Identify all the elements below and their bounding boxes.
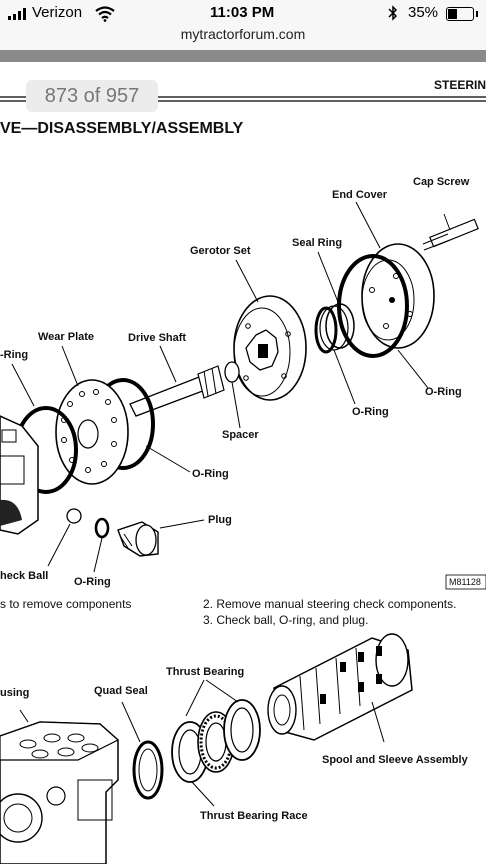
battery-icon [446, 7, 478, 21]
spacer-drawing [224, 361, 241, 429]
o-ring-large-drawing [337, 254, 409, 358]
label-o-ring-left: -Ring [0, 349, 29, 361]
label-gerotor-set: Gerotor Set [190, 245, 251, 257]
plug-drawing [117, 521, 159, 557]
o-ring-plug-drawing [94, 517, 110, 539]
label-o-ring-mid: O-Ring [352, 406, 389, 418]
label-end-cover: End Cover [332, 189, 388, 201]
label-drive-shaft: Drive Shaft [128, 332, 187, 344]
figure-id: M81128 [449, 577, 481, 587]
caption-step-3: 3. Check ball, O-ring, and plug. [203, 613, 369, 627]
figure-id-box [445, 574, 486, 590]
label-spacer: Spacer [222, 429, 259, 441]
toolbar-divider [0, 50, 486, 62]
url-text[interactable]: mytractorforum.com [180, 26, 306, 42]
label-seal-ring: Seal Ring [292, 237, 343, 249]
o-ring-small-drawing [314, 306, 338, 354]
end-cover-drawing [355, 201, 435, 349]
label-plug: Plug [208, 514, 232, 526]
label-quad-seal: Quad Seal [94, 685, 148, 697]
label-o-ring-lower: O-Ring [192, 468, 229, 480]
drive-shaft-drawing [129, 345, 225, 417]
chapter-header: STEERIN [434, 78, 486, 92]
label-cap-screw: Cap Screw [413, 176, 470, 188]
cap-screw-drawing [422, 213, 479, 251]
label-wear-plate: Wear Plate [38, 331, 95, 343]
gerotor-set-drawing [233, 259, 307, 401]
housing-bottom-drawing [0, 709, 120, 864]
wear-plate-drawing [55, 345, 129, 485]
caption-left: s to remove components [0, 597, 132, 611]
signal-icon [8, 8, 30, 20]
label-check-ball: heck Ball [0, 570, 49, 582]
label-housing: using [0, 687, 30, 699]
url-bar[interactable] [0, 22, 486, 50]
label-o-ring-bottom: O-Ring [74, 576, 111, 588]
quad-seal-drawing [121, 701, 164, 800]
section-title: VE—DISASSEMBLY/ASSEMBLY [0, 120, 244, 137]
label-spool-sleeve: Spool and Sleeve Assembly [322, 754, 468, 766]
housing-top-drawing [0, 415, 39, 535]
page-indicator[interactable]: 873 of 957 [26, 80, 158, 112]
check-ball-drawing [66, 508, 82, 524]
label-o-ring-right: O-Ring [425, 386, 462, 398]
thrust-washer-drawing [223, 699, 261, 761]
clock: 11:03 PM [210, 4, 275, 21]
wifi-icon [95, 6, 115, 27]
battery-percent: 35% [408, 4, 439, 21]
spool-sleeve-drawing [267, 633, 413, 743]
carrier-name: Verizon [32, 4, 83, 21]
label-thrust-bearing-race: Thrust Bearing Race [200, 810, 308, 822]
caption-step-2: 2. Remove manual steering check componen… [203, 597, 457, 611]
label-thrust-bearing: Thrust Bearing [166, 666, 245, 678]
bluetooth-icon [388, 5, 398, 26]
